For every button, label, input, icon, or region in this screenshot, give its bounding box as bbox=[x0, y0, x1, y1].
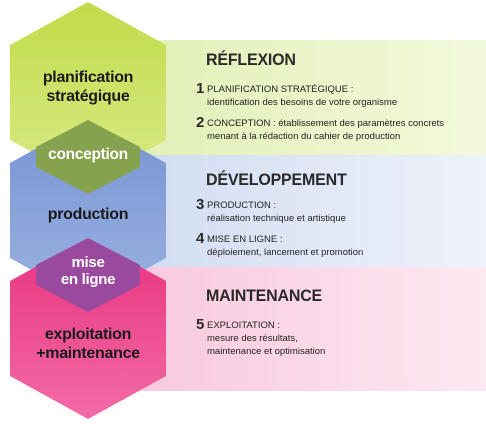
section-developpement: DÉVELOPPEMENT 3 PRODUCTION : réalisation… bbox=[196, 160, 486, 266]
hex-label-planification: planification stratégique bbox=[42, 69, 134, 105]
section-title-reflexion: RÉFLEXION bbox=[206, 51, 296, 70]
step-heading: EXPLOITATION : bbox=[207, 320, 281, 331]
step-description: réalisation technique et artistique bbox=[207, 213, 346, 224]
section-maintenance: MAINTENANCE 5 EXPLOITATION : mesure des … bbox=[196, 276, 486, 386]
hex-label-mise-en-ligne: mise en ligne bbox=[60, 254, 116, 288]
hex-label-production: production bbox=[47, 206, 129, 223]
hexagon-planification bbox=[10, 2, 166, 183]
step-description: mesure des résultats, maintenance et opt… bbox=[207, 333, 326, 357]
hexagon-conception bbox=[36, 120, 140, 194]
step-heading: PLANIFICATION STRATÉGIQUE : bbox=[207, 84, 354, 95]
step-number: 3 bbox=[196, 196, 205, 213]
section-title-maintenance: MAINTENANCE bbox=[206, 287, 323, 306]
section-reflexion: RÉFLEXION 1 PLANIFICATION STRATÉGIQUE : … bbox=[196, 44, 486, 154]
step-description: identification des besoins de votre orga… bbox=[207, 97, 398, 108]
hexagon-mise-en-ligne bbox=[36, 238, 140, 312]
step-heading: CONCEPTION : établissement des paramètre… bbox=[207, 118, 445, 129]
step-heading: MISE EN LIGNE : bbox=[207, 234, 283, 245]
section-title-developpement: DÉVELOPPEMENT bbox=[206, 171, 347, 190]
step-description: menant à la rédaction du cahier de produ… bbox=[207, 131, 401, 142]
step-description: déploiement, lancement et promotion bbox=[207, 247, 364, 258]
hex-label-conception: conception bbox=[48, 146, 128, 163]
step-number: 2 bbox=[196, 114, 205, 131]
hex-label-exploitation: exploitation +maintenance bbox=[36, 326, 140, 362]
step-heading: PRODUCTION : bbox=[207, 200, 277, 211]
step-number: 1 bbox=[196, 80, 205, 97]
step-number: 5 bbox=[196, 316, 205, 333]
step-number: 4 bbox=[196, 230, 205, 247]
